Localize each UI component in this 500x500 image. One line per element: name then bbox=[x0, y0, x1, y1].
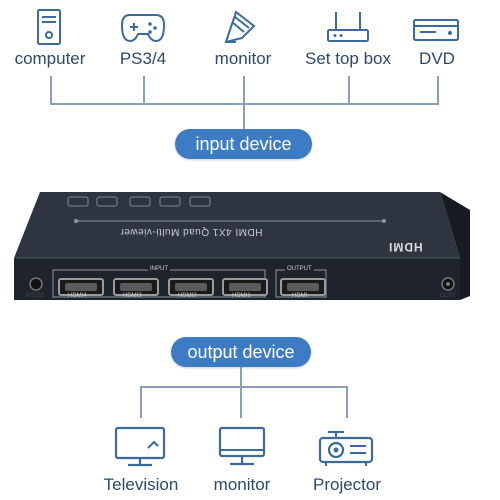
television-icon bbox=[114, 426, 166, 467]
set-top-box-icon bbox=[327, 12, 369, 42]
output-label-projector: Projector bbox=[312, 475, 382, 494]
multiviewer-device bbox=[14, 192, 470, 300]
input-label-monitor: monitor bbox=[214, 49, 272, 68]
input-stem-line bbox=[243, 103, 245, 129]
hdmi4-label: HDMI4 bbox=[68, 293, 87, 299]
rs232-label: RS232 bbox=[26, 293, 45, 299]
hdmi2-label: HDMI2 bbox=[178, 293, 197, 299]
output-drop-line bbox=[140, 386, 142, 418]
hdmi3-label: HDMI3 bbox=[123, 293, 142, 299]
input-label-dvd: DVD bbox=[419, 49, 455, 68]
dc5v-label: DC5V bbox=[440, 293, 457, 299]
output-bus-line bbox=[140, 386, 348, 388]
output-stem-line bbox=[240, 367, 242, 387]
input-label-ps: PS3/4 bbox=[119, 49, 167, 68]
projector-icon bbox=[318, 431, 374, 466]
input-label-set-top-box: Set top box bbox=[304, 49, 392, 68]
gamepad-icon bbox=[120, 14, 166, 43]
output-label-television: Television bbox=[103, 475, 179, 494]
input-drop-line bbox=[143, 76, 145, 104]
output-drop-line bbox=[240, 386, 242, 418]
hdmi4-port bbox=[58, 278, 104, 296]
input-drop-line bbox=[437, 76, 439, 104]
monitor-tilted-icon bbox=[224, 10, 256, 44]
hdmi1-label: HDMI1 bbox=[232, 293, 251, 299]
hdmi-output-port bbox=[280, 278, 326, 296]
input-drop-line bbox=[50, 76, 52, 104]
input-drop-line bbox=[348, 76, 350, 104]
monitor-icon bbox=[218, 426, 266, 466]
hdmi2-port bbox=[168, 278, 214, 296]
input-label-computer: computer bbox=[14, 49, 86, 68]
hdmi-logo: HDMI bbox=[388, 240, 423, 254]
output-drop-line bbox=[346, 386, 348, 418]
hdmi3-port bbox=[113, 278, 159, 296]
computer-tower-icon bbox=[37, 9, 61, 45]
hdmi-output-label: HDMI bbox=[292, 293, 308, 299]
output-group-label: OUTPUT bbox=[285, 266, 314, 272]
input-drop-line bbox=[243, 76, 245, 104]
output-label-monitor: monitor bbox=[213, 475, 271, 494]
input-device-pill: input device bbox=[175, 129, 312, 159]
output-device-pill: output device bbox=[171, 337, 311, 367]
hdmi1-port bbox=[222, 278, 268, 296]
dvd-player-icon bbox=[413, 19, 459, 41]
product-name: HDMI 4X1 Quad Multi-viewer bbox=[120, 226, 263, 237]
input-group-label: INPUT bbox=[148, 266, 170, 272]
